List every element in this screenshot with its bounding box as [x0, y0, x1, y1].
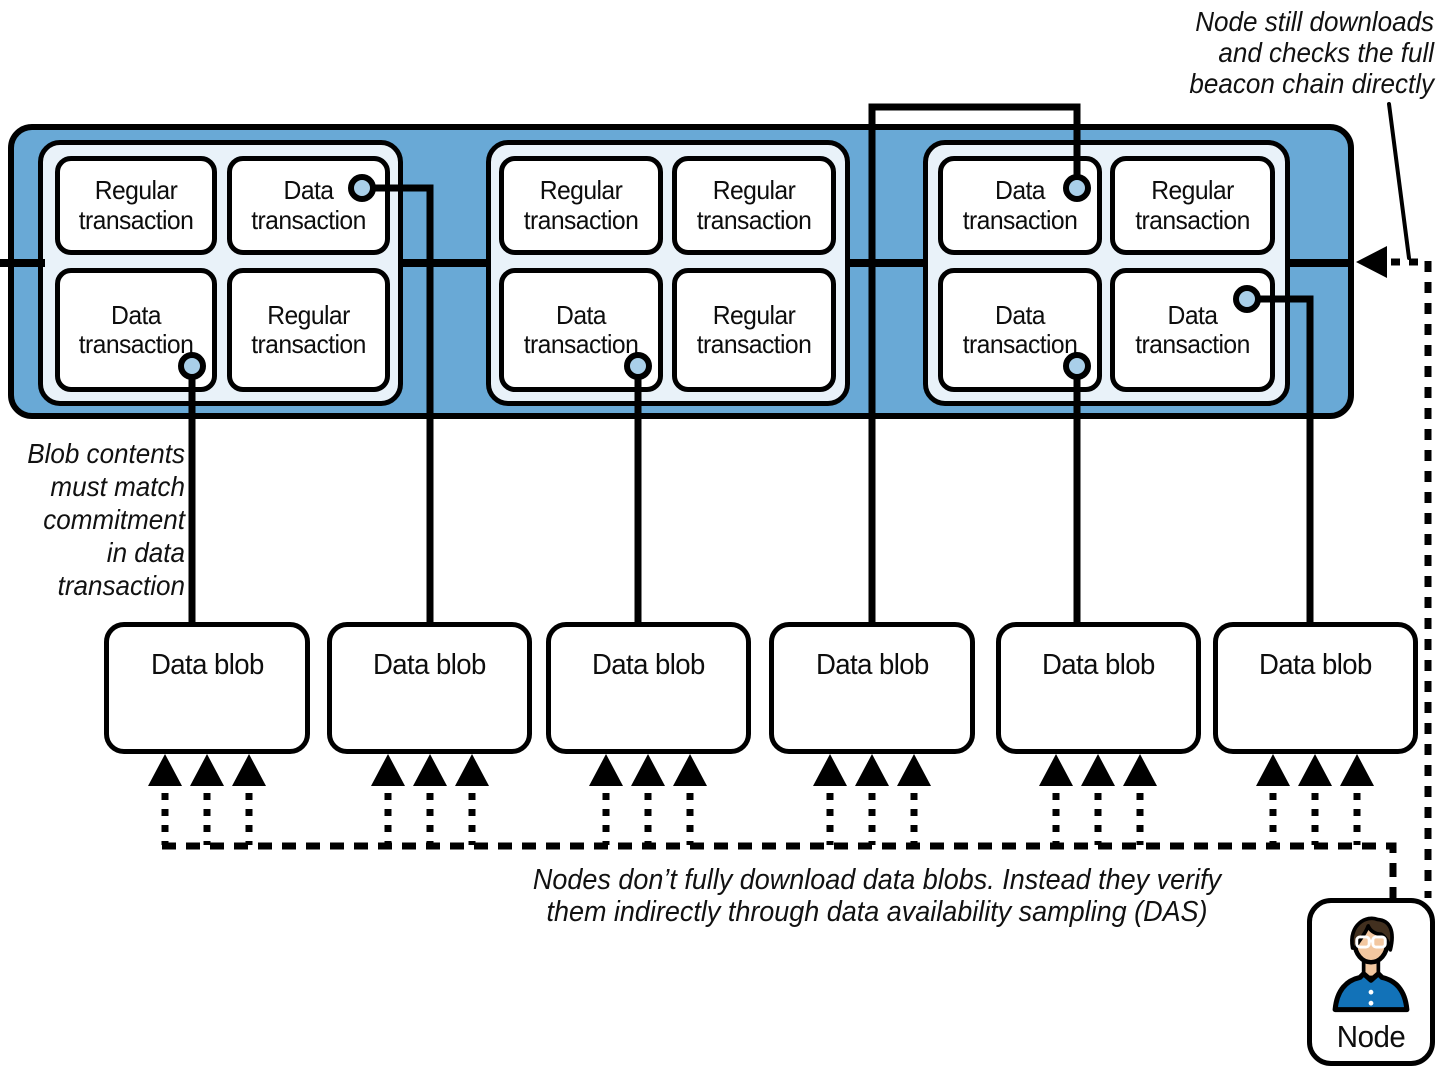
- transaction-label: Data transaction: [78, 299, 194, 359]
- block-3-data-transaction: Data transaction: [938, 268, 1102, 392]
- annotation-line: Blob contents: [27, 438, 185, 469]
- annotation-line: and checks the full: [1218, 37, 1434, 68]
- block-1-data-transaction: Data transaction: [227, 156, 390, 255]
- arrow-up-icon: [232, 754, 266, 786]
- block-2-regular-transaction: Regular transaction: [672, 156, 836, 255]
- arrow-up-icon: [855, 754, 889, 786]
- transaction-label: Data transaction: [523, 299, 639, 359]
- annotation-line: beacon chain directly: [1189, 68, 1434, 99]
- transaction-label: Data transaction: [962, 299, 1078, 359]
- annotation-line: commitment: [43, 504, 186, 535]
- transaction-label: Regular transaction: [1135, 175, 1250, 235]
- arrow-up-icon: [455, 754, 489, 786]
- arrow-up-icon: [813, 754, 847, 786]
- transaction-label: Data transaction: [1135, 299, 1250, 359]
- transaction-label: Regular transaction: [523, 175, 639, 235]
- data-blob-3: Data blob: [546, 622, 751, 754]
- das-sampling-arrows: [148, 754, 1374, 845]
- annotation-das-sampling: Nodes don’t fully download data blobs. I…: [459, 864, 1296, 928]
- transaction-label: Regular transaction: [696, 175, 812, 235]
- arrow-up-icon: [673, 754, 707, 786]
- annotation-leader-line: [1387, 102, 1411, 260]
- arrow-up-icon: [589, 754, 623, 786]
- transaction-label: Regular transaction: [696, 299, 812, 359]
- annotation-line: them indirectly through data availabilit…: [546, 896, 1208, 928]
- arrow-up-icon: [413, 754, 447, 786]
- node-label: Node: [1336, 1019, 1406, 1054]
- blob-label: Data blob: [373, 649, 486, 681]
- arrow-up-icon: [190, 754, 224, 786]
- blob-label: Data blob: [815, 649, 929, 681]
- block-3-regular-transaction: Regular transaction: [1110, 156, 1275, 255]
- annotation-node-downloads: Node still downloads and checks the full…: [1189, 6, 1434, 99]
- data-blob-4: Data blob: [769, 622, 975, 754]
- arrow-up-icon: [1123, 754, 1157, 786]
- blob-label: Data blob: [592, 649, 705, 681]
- arrow-up-icon: [1298, 754, 1332, 786]
- node-box: Node: [1307, 898, 1435, 1066]
- block-3-data-transaction: Data transaction: [1110, 268, 1275, 392]
- person-icon: [1332, 916, 1410, 1013]
- arrow-up-icon: [631, 754, 665, 786]
- annotation-line: Node still downloads: [1195, 6, 1434, 37]
- annotation-line: must match: [50, 471, 186, 502]
- arrow-up-icon: [371, 754, 405, 786]
- glasses-icon: [1355, 935, 1387, 949]
- block-3-data-transaction: Data transaction: [938, 156, 1102, 255]
- arrow-up-icon: [1081, 754, 1115, 786]
- transaction-label: Regular transaction: [78, 175, 194, 235]
- blob-label: Data blob: [1042, 649, 1155, 681]
- arrow-up-icon: [1256, 754, 1290, 786]
- annotation-blob-commitment: Blob contents must match commitment in d…: [13, 437, 185, 602]
- transaction-label: Data transaction: [962, 175, 1078, 235]
- data-blob-5: Data blob: [996, 622, 1201, 754]
- data-blob-2: Data blob: [327, 622, 532, 754]
- arrow-left-icon: [1356, 246, 1387, 278]
- block-2-regular-transaction: Regular transaction: [672, 268, 836, 392]
- blob-label: Data blob: [1259, 649, 1372, 681]
- annotation-line: in data: [106, 537, 185, 568]
- arrow-up-icon: [1340, 754, 1374, 786]
- transaction-label: Data transaction: [251, 175, 366, 235]
- data-blob-1: Data blob: [104, 622, 310, 754]
- arrow-up-icon: [148, 754, 182, 786]
- blob-label: Data blob: [150, 649, 264, 681]
- arrow-up-icon: [897, 754, 931, 786]
- data-blob-6: Data blob: [1213, 622, 1418, 754]
- block-2-data-transaction: Data transaction: [499, 268, 663, 392]
- block-2-regular-transaction: Regular transaction: [499, 156, 663, 255]
- annotation-line: Nodes don’t fully download data blobs. I…: [532, 864, 1222, 896]
- arrow-up-icon: [1039, 754, 1073, 786]
- block-1-regular-transaction: Regular transaction: [55, 156, 217, 255]
- transaction-label: Regular transaction: [251, 299, 366, 359]
- block-1-regular-transaction: Regular transaction: [227, 268, 390, 392]
- block-1-data-transaction: Data transaction: [55, 268, 217, 392]
- annotation-line: transaction: [57, 570, 185, 601]
